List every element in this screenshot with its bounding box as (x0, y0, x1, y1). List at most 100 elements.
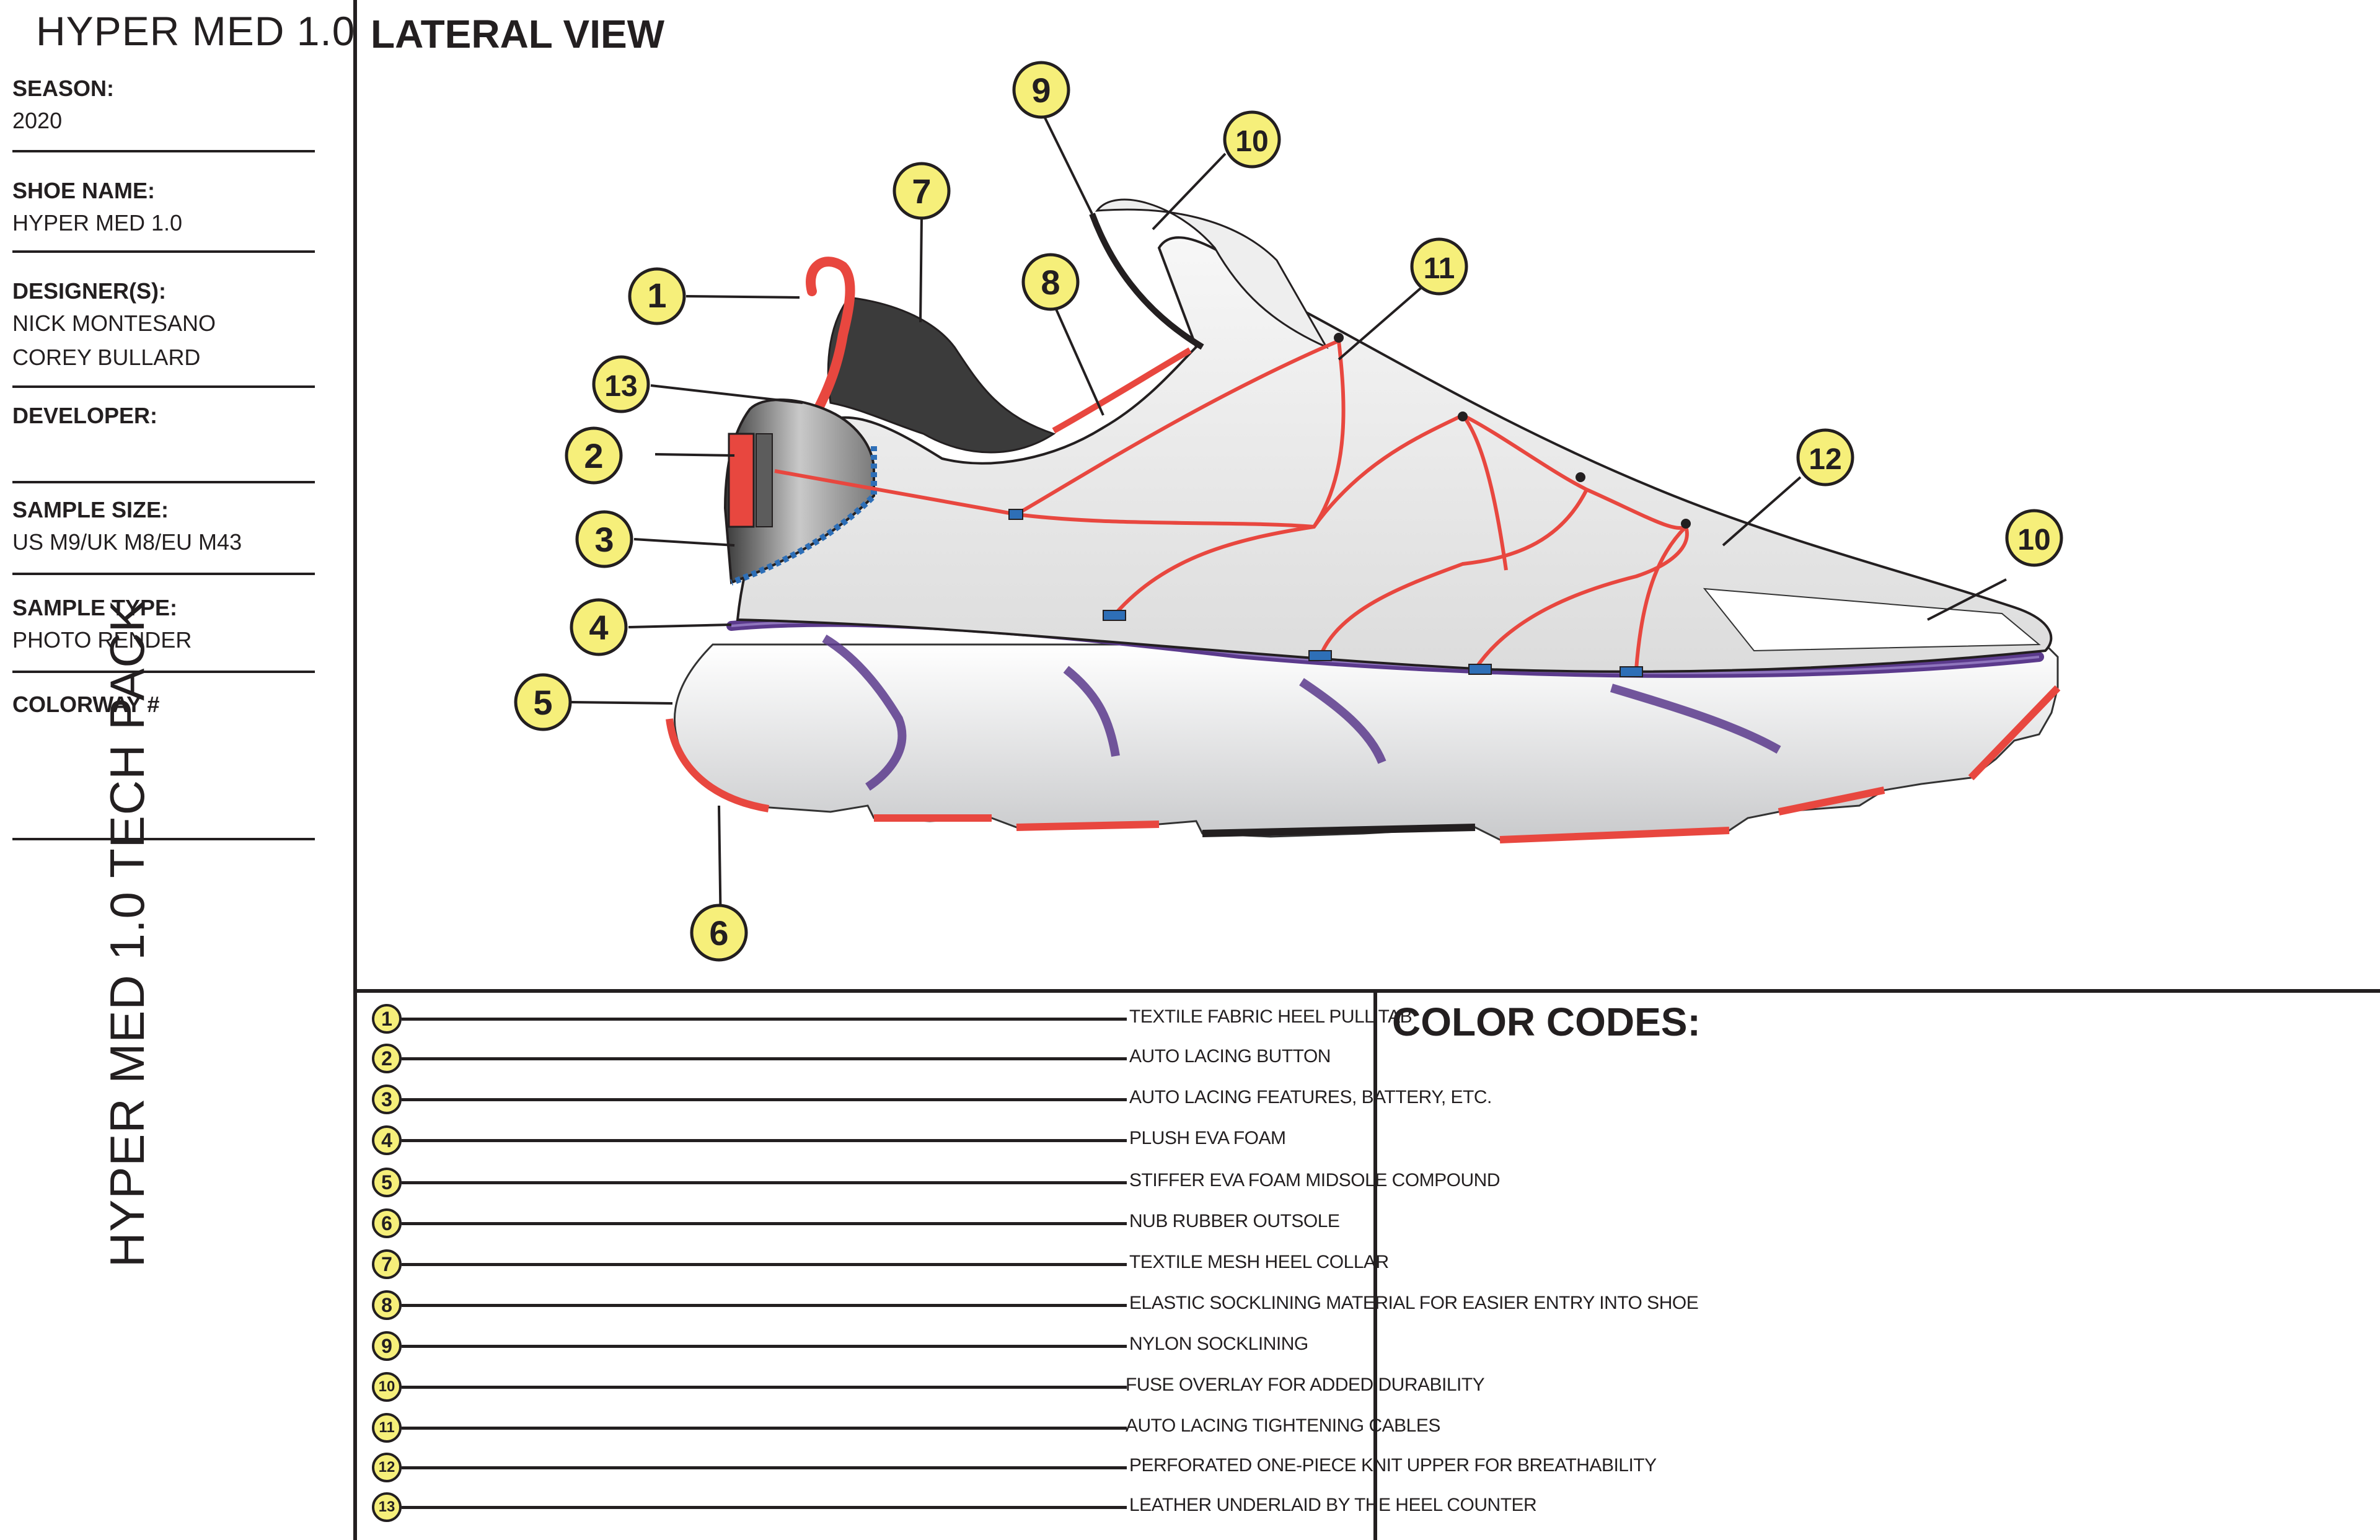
sidebar-divider (353, 0, 357, 1540)
legend-item-5: 5 STIFFER EVA FOAM MIDSOLE COMPOUND (372, 1168, 1501, 1199)
field-rule (12, 573, 315, 575)
legend-top-divider (353, 989, 2380, 993)
sheet-title: HYPER MED 1.0 (36, 8, 356, 54)
callout-label: 2 (584, 436, 603, 475)
callout-label: 13 (604, 370, 637, 403)
legend-rule (402, 1466, 1127, 1469)
callout-10-toe: 10 (2005, 509, 2063, 567)
legend-number: 7 (372, 1249, 402, 1279)
field-label: DESIGNER(S): (12, 278, 167, 304)
callout-6: 6 (690, 904, 748, 962)
field-label: SAMPLE TYPE: (12, 595, 178, 620)
field-label: DEVELOPER: (12, 403, 158, 428)
callout-2: 2 (565, 426, 623, 485)
legend-item-1: 1 TEXTILE FABRIC HEEL PULL TAB (372, 1004, 1413, 1035)
field-value: HYPER MED 1.0 (12, 210, 183, 235)
callout-label: 8 (1041, 263, 1060, 302)
legend-text: NYLON SOCKLINING (1129, 1334, 1308, 1354)
legend-number: 13 (372, 1492, 402, 1522)
legend-rule (402, 1304, 1127, 1307)
legend-rule (402, 1386, 1127, 1389)
callout-leaders (570, 112, 2007, 933)
vertical-tech-pack-title: HYPER MED 1.0 TECH PACK (100, 599, 154, 1267)
legend-item-8: 8 ELASTIC SOCKLINING MATERIAL FOR EASIER… (372, 1290, 1699, 1321)
legend-item-4: 4 PLUSH EVA FOAM (372, 1125, 1364, 1156)
field-developer: DEVELOPER: (12, 402, 316, 430)
legend-text: ELASTIC SOCKLINING MATERIAL FOR EASIER E… (1129, 1293, 1699, 1313)
legend-text: STIFFER EVA FOAM MIDSOLE COMPOUND (1129, 1170, 1501, 1190)
callout-7: 7 (892, 162, 951, 220)
field-value: 2020 (12, 108, 63, 133)
callout-label: 12 (1809, 443, 1841, 476)
field-value: NICK MONTESANO (12, 310, 216, 336)
field-rule (12, 838, 315, 840)
cable-anchors (1008, 333, 1691, 677)
field-colorway: COLORWAY # (12, 690, 316, 719)
legend-text: FUSE OVERLAY FOR ADDED DURABILITY (1126, 1375, 1485, 1395)
legend-number: 1 (372, 1004, 402, 1034)
color-codes-title: COLOR CODES: (1392, 1000, 1701, 1044)
upper (723, 198, 2053, 673)
legend-text: TEXTILE MESH HEEL COLLAR (1129, 1252, 1389, 1272)
field-rule (12, 481, 315, 483)
legend-number: 6 (372, 1208, 402, 1238)
field-label: SAMPLE SIZE: (12, 497, 169, 522)
lateral-view-title: LATERAL VIEW (371, 12, 665, 56)
legend-rule (402, 1181, 1127, 1184)
legend-item-7: 7 TEXTILE MESH HEEL COLLAR (372, 1249, 1389, 1280)
legend-text: AUTO LACING FEATURES, BATTERY, ETC. (1129, 1087, 1492, 1107)
callout-label: 4 (589, 608, 608, 647)
callout-1: 1 (628, 267, 686, 325)
legend-item-9: 9 NYLON SOCKLINING (372, 1331, 1364, 1362)
midsole (666, 617, 2061, 843)
legend-item-2: 2 AUTO LACING BUTTON (372, 1044, 1364, 1075)
legend-number: 4 (372, 1125, 402, 1155)
legend-text: TEXTILE FABRIC HEEL PULL TAB (1129, 1006, 1413, 1027)
legend-text: PLUSH EVA FOAM (1129, 1128, 1286, 1148)
callout-3: 3 (575, 510, 633, 568)
callout-5: 5 (514, 673, 572, 731)
legend-rule (402, 1222, 1127, 1225)
field-rule (12, 671, 315, 673)
field-label: SEASON: (12, 76, 115, 101)
callout-label: 7 (912, 172, 931, 211)
callout-label: 5 (533, 683, 552, 722)
callout-label: 10 (2017, 524, 2050, 557)
callout-4: 4 (570, 598, 628, 656)
callout-label: 6 (709, 913, 728, 953)
field-sample-size: SAMPLE SIZE: US M9/UK M8/EU M43 (12, 496, 316, 560)
callout-9: 9 (1012, 61, 1070, 119)
legend-rule (402, 1018, 1127, 1021)
shoe-illustration: 1 2 3 4 5 6 7 8 9 10 10 11 12 13 (514, 61, 2063, 962)
callout-10-top: 10 (1223, 110, 1281, 169)
legend-number: 8 (372, 1290, 402, 1320)
callout-8: 8 (1021, 253, 1080, 311)
legend-number: 3 (372, 1085, 402, 1114)
callout-label: 1 (647, 276, 666, 315)
legend-number: 9 (372, 1331, 402, 1361)
legend-text: AUTO LACING TIGHTENING CABLES (1126, 1415, 1440, 1436)
legend-item-12: 12 PERFORATED ONE-PIECE KNIT UPPER FOR B… (372, 1453, 1657, 1484)
legend-rule (402, 1098, 1127, 1101)
legend-rule (402, 1139, 1127, 1142)
field-label: COLORWAY # (12, 692, 160, 717)
legend-number: 5 (372, 1168, 402, 1197)
callout-label: 10 (1235, 125, 1268, 158)
legend-text: PERFORATED ONE-PIECE KNIT UPPER FOR BREA… (1129, 1455, 1657, 1476)
legend-rule (402, 1263, 1127, 1266)
legend-number: 10 (372, 1372, 402, 1402)
legend-number: 2 (372, 1044, 402, 1073)
legend-text: LEATHER UNDERLAID BY THE HEEL COUNTER (1129, 1495, 1537, 1515)
field-designers: DESIGNER(S): NICK MONTESANO COREY BULLAR… (12, 277, 316, 375)
legend-colorcodes-divider (1373, 989, 1377, 1540)
legend-item-11: 11 AUTO LACING TIGHTENING CABLES (372, 1413, 1440, 1444)
legend-item-13: 13 LEATHER UNDERLAID BY THE HEEL COUNTER (372, 1492, 1537, 1523)
field-shoe-name: SHOE NAME: HYPER MED 1.0 (12, 177, 316, 240)
callout-13: 13 (592, 355, 650, 413)
legend-rule (402, 1506, 1127, 1509)
legend-rule (402, 1345, 1127, 1348)
callout-label: 9 (1031, 71, 1051, 110)
field-season: SEASON: 2020 (12, 74, 316, 138)
field-label: SHOE NAME: (12, 178, 156, 203)
